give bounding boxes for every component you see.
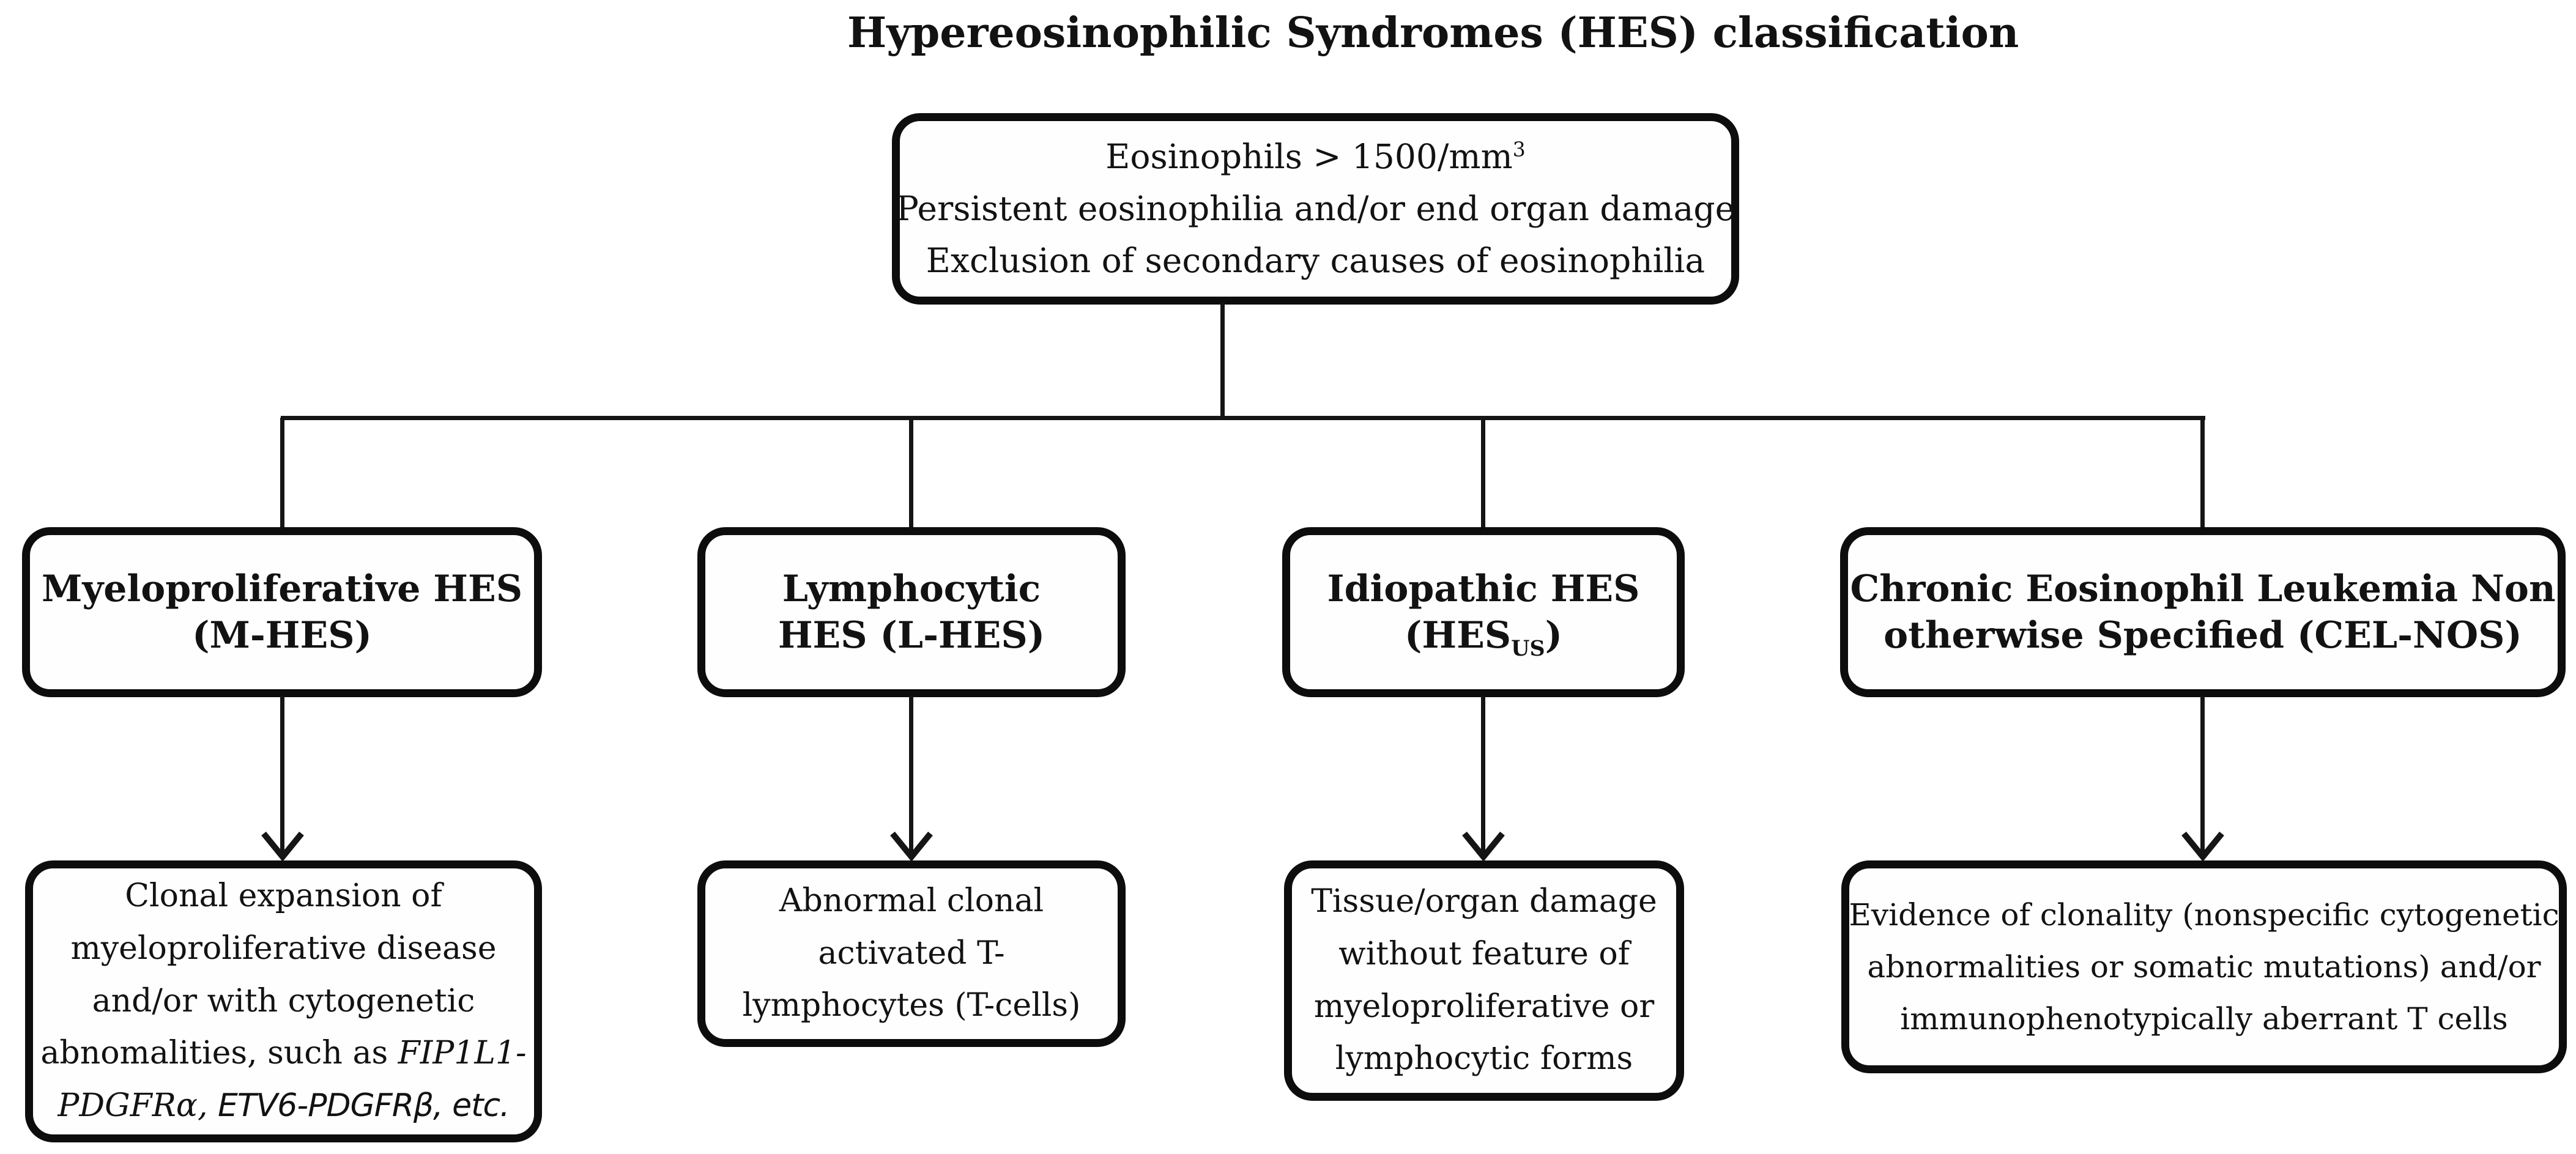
text-line: otherwise Specified (CEL-NOS): [1884, 614, 2522, 657]
text-line: abnormalities or somatic mutations) and/…: [1867, 949, 2541, 985]
text-line: Chronic Eosinophil Leukemia Non: [1850, 567, 2556, 610]
connector-root-stem: [1220, 303, 1225, 420]
text-line: myeloproliferative disease: [70, 930, 497, 967]
text-line: HES (L-HES): [778, 614, 1045, 657]
arrowhead-down-icon: [261, 831, 304, 861]
arrow-stem: [2200, 696, 2205, 855]
text-line: Persistent eosinophilia and/or end organ…: [896, 188, 1735, 228]
text-line: (HESUS): [1404, 614, 1562, 661]
arrow-stem: [909, 696, 913, 855]
text-line: Lymphocytic: [782, 567, 1041, 610]
text-line: PDGFRα, ETV6-PDGFRβ, etc.: [58, 1087, 510, 1125]
text-line: abnomalities, such as FIP1L1-: [40, 1035, 527, 1072]
description-box-cel-nos: Evidence of clonality (nonspecific cytog…: [1841, 860, 2567, 1073]
description-box-idiopathic-hes: Tissue/organ damage without feature of mye…: [1284, 860, 1684, 1101]
description-box-l-hes: Abnormal clonal activated T-lymphocytes (…: [697, 860, 1126, 1047]
text-line: and/or with cytogenetic: [92, 982, 475, 1019]
arrow-stem: [280, 696, 284, 855]
text-line: (M-HES): [192, 614, 372, 657]
text-line: activated T-: [818, 934, 1005, 972]
text-line: Idiopathic HES: [1327, 567, 1640, 610]
arrowhead-down-icon: [2181, 831, 2224, 861]
text-line: Tissue/organ damage: [1311, 882, 1657, 920]
connector-drop-m-hes: [280, 418, 284, 528]
text-line: immunophenotypically aberrant T cells: [1900, 1001, 2508, 1037]
text-line: Abnormal clonal: [779, 882, 1044, 919]
text-line: Clonal expansion of: [125, 878, 442, 914]
branch-box-m-hes: Myeloproliferative HES(M-HES): [22, 527, 542, 697]
branch-box-idiopathic-hes: Idiopathic HES(HESUS): [1282, 527, 1685, 697]
arrowhead-down-icon: [890, 831, 933, 861]
connector-drop-cel-nos: [2200, 418, 2205, 528]
arrowhead-down-icon: [1462, 831, 1505, 861]
text-line: Evidence of clonality (nonspecific cytog…: [1849, 897, 2559, 933]
text-line: lymphocytes (T-cells): [742, 987, 1081, 1024]
connector-drop-l-hes: [909, 418, 913, 528]
text-line: Eosinophils > 1500/mm3: [1105, 136, 1526, 176]
text-line: myeloproliferative or: [1313, 988, 1655, 1025]
connector-drop-idiopathic-hes: [1481, 418, 1485, 528]
text-line: without feature of: [1338, 935, 1630, 972]
connector-branch-rail: [281, 416, 2205, 420]
description-box-m-hes: Clonal expansion of myeloproliferative di…: [25, 860, 542, 1142]
text-line: lymphocytic forms: [1335, 1040, 1633, 1078]
text-line: Myeloproliferative HES: [41, 567, 523, 610]
text-line: Exclusion of secondary causes of eosinop…: [926, 241, 1706, 281]
arrow-stem: [1481, 696, 1485, 855]
diagram-title: Hypereosinophilic Syndromes (HES) classi…: [847, 9, 2019, 57]
